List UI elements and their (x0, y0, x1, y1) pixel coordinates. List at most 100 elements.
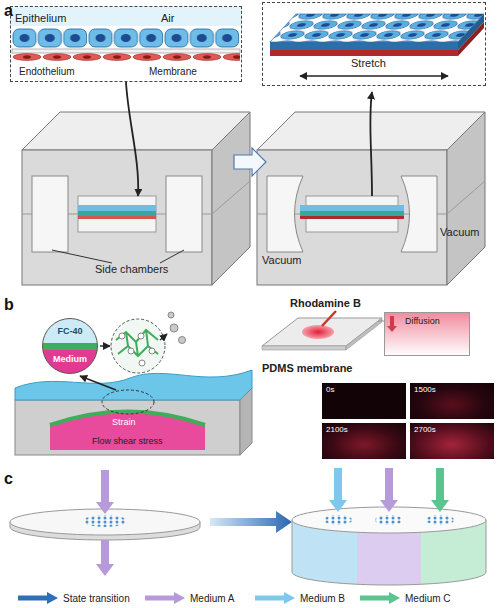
bead (119, 333, 125, 339)
medium-arrow (96, 470, 114, 514)
legend-label: Medium A (190, 593, 234, 604)
legend-arrow (360, 592, 400, 604)
node-label: Air (161, 12, 174, 24)
diffusion-arrow (387, 316, 397, 332)
force-label: Strain (112, 418, 136, 428)
membrane-edge (346, 318, 382, 350)
legend-arrow-shape (255, 592, 295, 604)
porous-membrane (12, 49, 240, 53)
node-label: Diffusion (405, 317, 440, 327)
transition-arrow (234, 148, 266, 176)
legend-item: Medium C (360, 592, 451, 604)
node-label: Stretch (351, 57, 386, 69)
dye-spot (302, 325, 334, 339)
node-label: Membrane (149, 66, 197, 77)
inset-panel: Epithelium AirEndothelium Membrane (10, 6, 242, 82)
node-label: 0s (326, 386, 334, 395)
endothelium-layer (12, 53, 240, 61)
legend-arrow (18, 592, 58, 604)
cell-cluster (83, 515, 127, 527)
bead (139, 360, 145, 366)
reagent-label: Rhodamine B (290, 297, 361, 309)
legend-label: Medium C (405, 593, 451, 604)
time-frame: 2700s (410, 423, 494, 459)
zoom-arrow (80, 376, 116, 390)
cylinder-body (292, 505, 486, 595)
vacuum-chamber (267, 176, 303, 252)
stretch-arrow (300, 75, 448, 77)
part-label: Vacuum (440, 226, 480, 238)
legend-item: State transition (18, 592, 130, 604)
zoom-arrow (100, 345, 110, 346)
channel-endothelium (78, 216, 156, 219)
device-front (22, 150, 212, 285)
cell-cluster (324, 515, 352, 525)
epithelium-layer (12, 28, 240, 48)
node-label: Medium (43, 355, 97, 365)
interface-circle: FC-40Medium (42, 318, 98, 374)
panel-letter: c (4, 470, 13, 488)
node-label: 1500s (414, 386, 436, 395)
node-label: Endothelium (19, 66, 75, 77)
legend-label: State transition (63, 593, 130, 604)
magnified-circle (111, 319, 165, 373)
cell-cluster (375, 515, 403, 525)
bead (138, 333, 144, 339)
legend-arrow-shape (18, 592, 58, 604)
legend-arrow-shape (145, 592, 185, 604)
channel-membrane (78, 211, 156, 216)
air-region (10, 6, 242, 26)
part-label: Side chambers (95, 263, 168, 275)
pipette (322, 311, 336, 326)
channel-epithelium (300, 205, 404, 211)
medium-arrow (380, 468, 398, 512)
zoom-arrow (126, 82, 138, 196)
diffusion-gradient (384, 312, 470, 356)
transition-arrow (210, 511, 292, 533)
side-chamber (166, 176, 202, 252)
membrane-edge (262, 346, 346, 350)
force-label: Flow shear stress (92, 437, 163, 447)
node-label: 2100s (326, 426, 348, 435)
channel-epithelium (78, 205, 156, 211)
diffusion-inset: Diffusion (384, 312, 470, 356)
fc40-layer (15, 370, 252, 400)
focus-ellipse (102, 390, 154, 414)
medium-arrow (96, 540, 114, 576)
node-label: 2700s (414, 426, 436, 435)
part-label: Vacuum (262, 254, 302, 266)
zoom-inset: Stretch (262, 2, 486, 86)
vacuum-chamber (401, 176, 437, 252)
channel-membrane (300, 211, 404, 216)
legend-item: Medium A (145, 592, 234, 604)
side-chamber (32, 176, 68, 252)
medium-arrow (329, 468, 347, 512)
stretched-endothelium (270, 50, 458, 56)
time-frame: 2100s (322, 423, 406, 459)
slab-front (270, 42, 458, 50)
panel-letter: a (4, 2, 13, 20)
chip-block (15, 400, 240, 455)
medium-arrow (431, 468, 449, 512)
surfactant-network (116, 330, 158, 356)
leader-line (52, 250, 184, 263)
channel-endothelium (300, 216, 404, 219)
bead (128, 348, 134, 354)
cell-cluster (426, 515, 454, 525)
node-label: Epithelium (15, 12, 66, 24)
droplet (170, 324, 178, 332)
device-side (447, 112, 485, 285)
legend-item: Medium B (255, 592, 345, 604)
device-side (212, 112, 250, 285)
bead (149, 348, 155, 354)
time-frame: 1500s (410, 383, 494, 419)
central-channel (78, 196, 156, 232)
legend-arrow-shape (360, 592, 400, 604)
part-label: PDMS membrane (262, 362, 352, 374)
legend-arrow (145, 592, 185, 604)
node-label: FC-40 (43, 327, 97, 337)
legend-arrow (255, 592, 295, 604)
